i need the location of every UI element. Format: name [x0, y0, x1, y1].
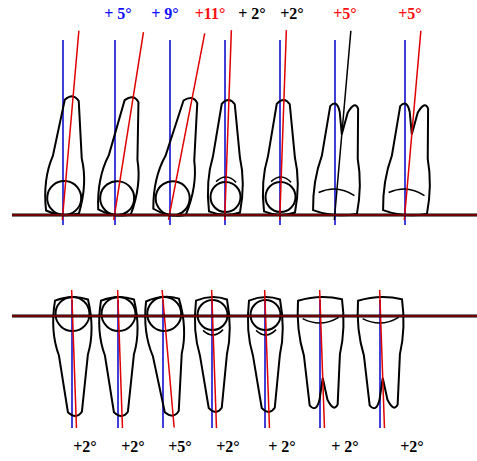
angle-label: +2° — [121, 438, 145, 456]
angle-label: + 9° — [151, 5, 179, 23]
occlusal-line — [12, 315, 477, 318]
angle-label: + 5° — [104, 5, 132, 23]
angle-label: +2° — [73, 438, 97, 456]
angle-label: +5° — [398, 5, 422, 23]
angle-label: +5° — [333, 5, 357, 23]
angle-label: +2° — [216, 438, 240, 456]
lower-teeth — [52, 288, 407, 429]
angle-label: +2° — [400, 438, 424, 456]
angle-label: + 2° — [331, 438, 359, 456]
angle-label: +2° — [280, 5, 304, 23]
occlusal-line — [12, 214, 477, 217]
angle-label: +11° — [195, 5, 226, 23]
angle-label: +5° — [168, 438, 192, 456]
angle-label: + 2° — [238, 5, 266, 23]
upper-teeth — [43, 29, 444, 225]
angle-label: + 2° — [268, 438, 296, 456]
